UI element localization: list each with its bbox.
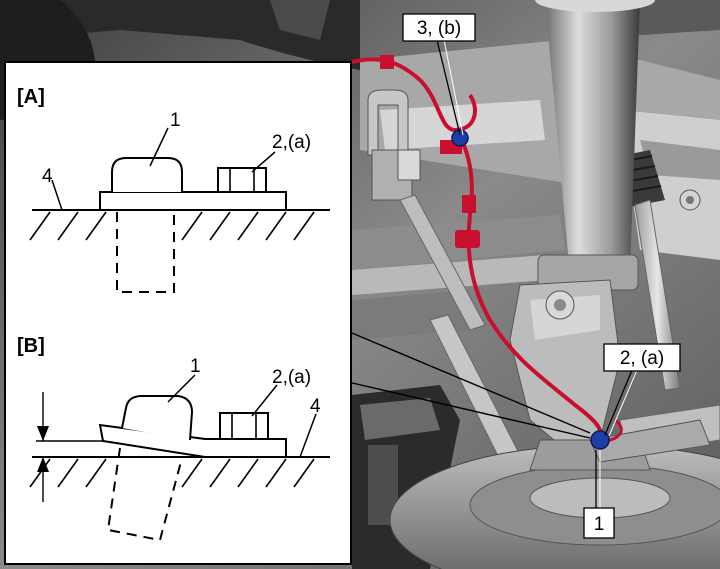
panel-a-label-2a: 2,(a)	[272, 132, 311, 153]
wheel-sensor-clip	[590, 430, 610, 450]
panel-a-label-1: 1	[170, 110, 181, 131]
panel-a-ground-hatch	[29, 211, 315, 241]
leader-lines	[347, 39, 638, 508]
callout-1: 1	[583, 507, 615, 539]
callout-2a: 2, (a)	[603, 343, 681, 372]
panel-a: [A]	[17, 86, 330, 293]
panel-a-label-4: 4	[42, 166, 53, 187]
panel-b-label-1: 1	[190, 356, 201, 377]
callout-2a-text: 2, (a)	[620, 348, 664, 369]
detail-inset: [A]	[4, 61, 352, 565]
panel-b-title: [B]	[17, 335, 45, 357]
sensor-wire-harness	[351, 55, 623, 444]
callout-3b: 3, (b)	[402, 13, 476, 42]
panel-b: [B]	[17, 335, 330, 542]
panel-b-ground-hatch	[29, 458, 315, 488]
panel-a-title: [A]	[17, 86, 45, 108]
callout-1-text: 1	[594, 514, 605, 535]
callout-3b-text: 3, (b)	[417, 18, 461, 39]
panel-b-label-4: 4	[310, 396, 321, 417]
harness-clip-upper	[451, 129, 469, 147]
panel-b-label-2a: 2,(a)	[272, 367, 311, 388]
